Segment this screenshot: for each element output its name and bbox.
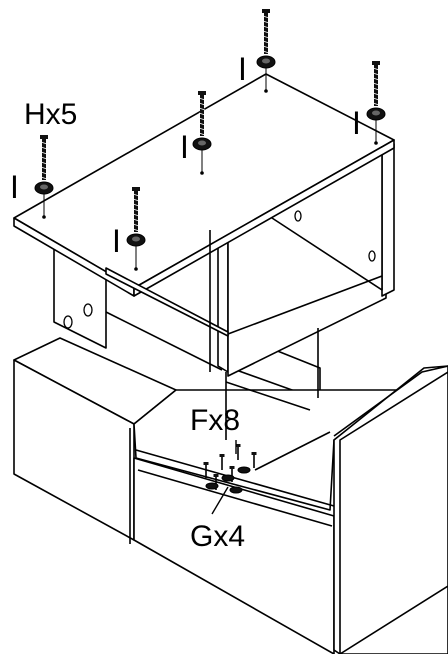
label-i-5: I	[352, 105, 361, 141]
upper-bottom-shelf	[105, 267, 229, 337]
label-i-2: I	[112, 223, 121, 259]
cam-g-2	[221, 474, 235, 482]
label-fx8: Fx8	[190, 404, 240, 437]
drawer-front	[133, 457, 335, 654]
cam-g-3	[237, 466, 251, 474]
label-i-1: I	[10, 169, 19, 205]
screws-f-and-cams-g	[203, 444, 257, 494]
upper-center-divider	[217, 235, 229, 373]
right-side-panel-face	[339, 371, 448, 654]
gx4-leader	[211, 486, 229, 515]
screw-h-4	[256, 9, 276, 93]
cam-holes	[63, 210, 376, 329]
screw-h-1	[34, 135, 54, 219]
label-i-4: I	[238, 51, 247, 87]
screw-f-1	[203, 462, 209, 478]
upper-right-panel	[381, 139, 395, 297]
screw-f-2	[219, 454, 225, 470]
screw-h-3	[192, 91, 212, 175]
label-i-3: I	[180, 129, 189, 165]
label-hx5: Hx5	[24, 98, 77, 131]
screw-f-3	[235, 444, 241, 460]
label-gx4: Gx4	[190, 520, 245, 553]
drawer-rim	[135, 449, 335, 507]
cam-g-1	[205, 482, 219, 490]
screws-h	[34, 9, 386, 271]
screw-h-5	[366, 61, 386, 145]
cam-g-4	[229, 486, 243, 494]
lower-cabinet	[13, 329, 448, 654]
screw-h-2	[126, 187, 146, 271]
screw-f-4	[251, 452, 257, 468]
